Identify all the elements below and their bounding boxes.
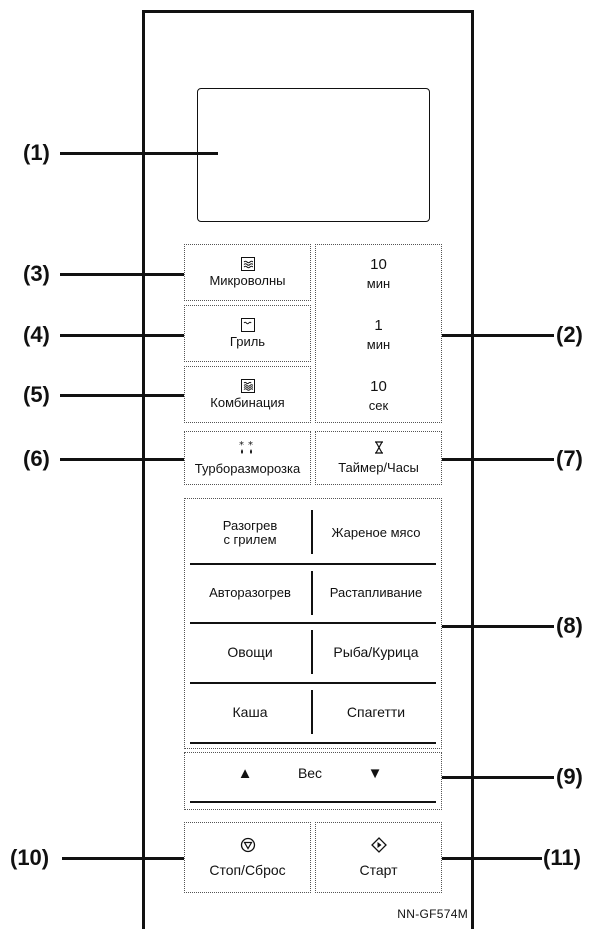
ten-min-button[interactable]: 10 мин	[315, 250, 442, 298]
reheat-grill-line2: с грилем	[223, 532, 277, 547]
turbo-defrost-label: Турборазморозка	[194, 460, 301, 476]
weight-label: Вес	[280, 760, 340, 788]
program-divider	[190, 742, 436, 744]
combination-button[interactable]: Комбинация	[184, 366, 311, 423]
grill-icon	[240, 317, 255, 332]
melting-button[interactable]: Растапливание	[313, 566, 439, 620]
callout-11: (11)	[543, 845, 581, 870]
hourglass-icon	[374, 440, 384, 458]
one-min-value: 1	[374, 316, 383, 334]
callout-1: (1)	[23, 140, 50, 165]
leader-line-2	[442, 334, 554, 337]
triangle-down-icon: ▼	[367, 764, 383, 782]
auto-reheat-label: Авторазогрев	[209, 584, 291, 600]
program-divider	[190, 622, 436, 624]
microwave-icon	[240, 256, 255, 271]
callout-10: (10)	[10, 845, 50, 870]
porridge-button[interactable]: Каша	[190, 686, 310, 740]
leader-line-4	[60, 334, 184, 337]
callout-9: (9)	[556, 764, 583, 789]
microwave-label: Микроволны	[209, 272, 286, 288]
callout-7: (7)	[556, 446, 583, 471]
ten-min-unit: мин	[366, 276, 391, 292]
one-min-button[interactable]: 1 мин	[315, 311, 442, 359]
start-label: Старт	[359, 862, 398, 878]
vegetables-button[interactable]: Овощи	[190, 626, 310, 680]
display-window	[197, 88, 430, 222]
callout-3: (3)	[23, 261, 50, 286]
callout-8: (8)	[556, 613, 583, 638]
vegetables-label: Овощи	[227, 644, 273, 661]
leader-line-10	[62, 857, 184, 860]
grill-button[interactable]: Гриль	[184, 305, 311, 362]
weight-group	[184, 752, 442, 810]
reheat-grill-button[interactable]: Разогрев с грилем	[190, 506, 310, 560]
auto-reheat-button[interactable]: Авторазогрев	[190, 566, 310, 620]
callout-4: (4)	[23, 322, 50, 347]
start-icon	[370, 836, 387, 856]
combination-label: Комбинация	[210, 394, 285, 410]
timer-clock-label: Таймер/Часы	[338, 459, 419, 475]
svg-text:*: *	[239, 440, 244, 451]
control-panel-frame	[142, 10, 474, 929]
program-divider	[311, 630, 313, 674]
weight-up-button[interactable]: ▲	[230, 760, 260, 788]
triangle-up-icon: ▲	[237, 764, 253, 782]
program-divider	[190, 682, 436, 684]
ten-sec-button[interactable]: 10 сек	[315, 372, 442, 420]
fish-chicken-label: Рыба/Курица	[333, 644, 419, 661]
time-buttons-group	[315, 244, 442, 423]
model-number: NN-GF574M	[397, 907, 468, 921]
stop-icon	[240, 837, 256, 856]
leader-line-9	[442, 776, 554, 779]
auto-programs-group	[184, 498, 442, 749]
grill-label: Гриль	[229, 333, 266, 349]
porridge-label: Каша	[232, 704, 268, 721]
stop-reset-label: Стоп/Сброс	[209, 862, 286, 878]
leader-line-5	[60, 394, 184, 397]
weight-down-button[interactable]: ▼	[360, 760, 390, 788]
program-divider	[311, 571, 313, 615]
defrost-icon: * *	[238, 440, 258, 460]
leader-line-1	[60, 152, 218, 155]
callout-2: (2)	[556, 322, 583, 347]
leader-line-6	[60, 458, 184, 461]
roast-meat-button[interactable]: Жареное мясо	[313, 506, 439, 560]
start-button[interactable]: Старт	[315, 822, 442, 893]
program-divider	[311, 690, 313, 734]
timer-clock-button[interactable]: Таймер/Часы	[315, 431, 442, 485]
program-divider	[190, 563, 436, 565]
leader-line-11	[442, 857, 542, 860]
turbo-defrost-button[interactable]: * * Турборазморозка	[184, 431, 311, 485]
callout-6: (6)	[23, 446, 50, 471]
callout-5: (5)	[23, 382, 50, 407]
microwave-button[interactable]: Микроволны	[184, 244, 311, 301]
weight-divider	[190, 801, 436, 803]
ten-min-value: 10	[370, 255, 387, 273]
reheat-grill-line1: Разогрев	[222, 517, 278, 533]
spaghetti-button[interactable]: Спагетти	[313, 686, 439, 740]
ten-sec-unit: сек	[368, 398, 389, 414]
svg-text:*: *	[248, 440, 253, 451]
melting-label: Растапливание	[329, 584, 423, 600]
spaghetti-label: Спагетти	[346, 704, 406, 721]
program-divider	[311, 510, 313, 554]
leader-line-8	[442, 625, 554, 628]
leader-line-3	[60, 273, 184, 276]
roast-meat-label: Жареное мясо	[331, 524, 421, 540]
stop-reset-button[interactable]: Стоп/Сброс	[184, 822, 311, 893]
ten-sec-value: 10	[370, 377, 387, 395]
leader-line-7	[442, 458, 554, 461]
one-min-unit: мин	[366, 337, 391, 353]
combination-icon	[240, 378, 255, 393]
fish-chicken-button[interactable]: Рыба/Курица	[313, 626, 439, 680]
weight-label-text: Вес	[297, 765, 323, 782]
